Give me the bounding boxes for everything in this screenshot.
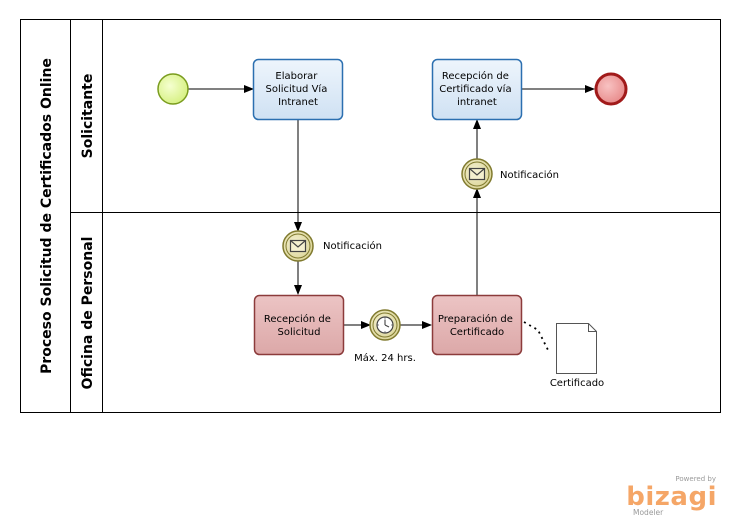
watermark-powered: Powered by (675, 475, 716, 483)
association-to-certificado (523, 321, 549, 351)
task-label-line: Elaborar (275, 71, 318, 82)
task-recepcion-certificado[interactable]: Recepción de Certificado vía intranet (431, 58, 523, 121)
svg-text:Preparación de Certifica: Preparación de Certificado (438, 313, 516, 338)
task-elaborar-solicitud[interactable]: Elaborar Solicitud Vía Intranet (252, 58, 344, 121)
envelope-icon (468, 167, 486, 181)
task-label-line: Solicitud (278, 327, 321, 338)
task-label-line: intranet (457, 97, 497, 108)
watermark-brand: bizagi (626, 482, 717, 512)
svg-text:Recepción de Certificado: Recepción de Certificado vía intranet (439, 70, 515, 108)
envelope-icon (289, 239, 307, 253)
task-label-line: Certificado vía (439, 83, 511, 95)
pool-title: Proceso Solicitud de Certificados Online (39, 58, 55, 374)
message-event-bottom[interactable] (282, 230, 314, 262)
message-event-bottom-label: Notificación (323, 240, 382, 252)
task-label-line: Recepción de (264, 313, 331, 325)
data-object-certificado[interactable] (556, 323, 597, 374)
svg-text:Recepción de Solicitud: Recepción de Solicitud (264, 313, 334, 338)
sequence-flows (188, 85, 595, 329)
message-event-top-label: Notificación (500, 169, 559, 181)
start-event[interactable] (157, 73, 189, 105)
lane-title-oficina-personal: Oficina de Personal (80, 237, 96, 390)
data-object-label: Certificado (550, 378, 604, 389)
timer-event[interactable] (369, 309, 401, 341)
task-recepcion-solicitud[interactable]: Recepción de Solicitud (253, 294, 345, 356)
lane-title-solicitante: Solicitante (80, 74, 96, 159)
watermark-product: Modeler (633, 508, 664, 517)
task-label-line: Preparación de (438, 313, 513, 325)
end-event[interactable] (594, 72, 628, 106)
task-label-line: Intranet (278, 97, 318, 108)
timer-event-label: Máx. 24 hrs. (354, 352, 416, 364)
task-label-line: Solicitud Vía (265, 83, 327, 95)
task-label-line: Certificado (450, 327, 504, 338)
task-label-line: Recepción de (442, 70, 509, 82)
clock-icon (376, 316, 394, 334)
task-preparacion-certificado[interactable]: Preparación de Certificado (431, 294, 523, 356)
svg-text:Elaborar Solicitud Vía: Elaborar Solicitud Vía Intranet (265, 71, 330, 108)
message-event-top[interactable] (461, 158, 493, 190)
bizagi-watermark: Powered by bizagi Modeler (626, 475, 717, 517)
